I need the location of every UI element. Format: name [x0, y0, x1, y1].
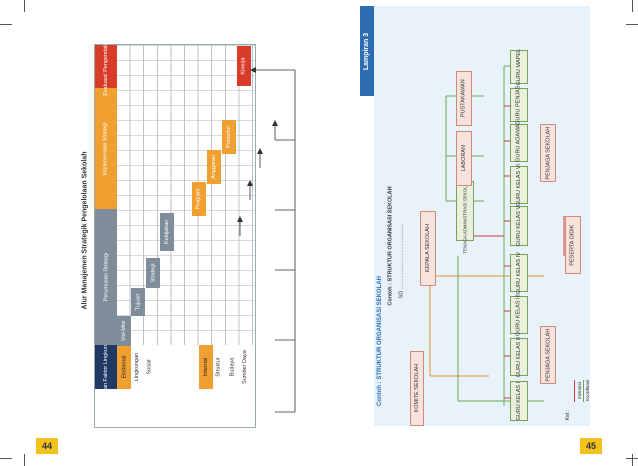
legend-koordinasi-line [583, 380, 584, 402]
crop-mark [622, 0, 633, 12]
org-connectors [429, 65, 565, 406]
step-visi-misi: Visi-Misi [117, 316, 131, 346]
legend-instruksi: Instruksi [577, 381, 583, 399]
faktor-sosial: Sosial [146, 359, 153, 375]
box-guru-kelas-5: GURU KELAS V [510, 206, 528, 246]
box-penjaga-sekolah-1: PENJAGA SEKOLAH [540, 326, 556, 384]
box-guru-kelas-2: GURU KELAS II [510, 337, 528, 377]
crop-mark [14, 454, 25, 466]
crop-mark [0, 14, 12, 25]
page-number-left: 44 [36, 438, 58, 454]
box-laboran: LABORAN [456, 131, 472, 186]
header-kajian: Kajian Faktor Lingkungan [95, 336, 117, 398]
box-pustakawan: PUSTAKAWAN [456, 71, 472, 126]
crop-mark [622, 454, 633, 466]
step-program: Program [192, 182, 206, 216]
box-tenaga-administrasi: TENAGA ADMINISTRASI SEKOLAH (TAS) [456, 168, 474, 254]
header-evaluasi: Evaluasi/ Pengendalian [95, 38, 117, 95]
legend-ket: Ket : [565, 409, 572, 421]
box-guru-kelas-1: GURU KELAS I [510, 381, 528, 421]
crop-mark [626, 448, 638, 459]
box-guru-kelas-6: GURU KELAS VI [510, 164, 528, 206]
faktor-internal: Internal [199, 345, 213, 389]
box-guru-mapel: GURU MAPEL [510, 49, 528, 85]
right-page: Lampiran 3 Contoh : STRUKTUR ORGANISASI … [360, 6, 620, 456]
box-peserta-didik: PESERTA DIDIK [565, 216, 581, 274]
step-tujuan: Tujuan [131, 288, 145, 316]
step-anggaran: Anggaran [207, 150, 221, 184]
header-implementasi: Implementasi Strategi [95, 88, 117, 209]
legend-instruksi-line [574, 380, 575, 402]
box-guru-kelas-3: GURU KELAS III [510, 294, 528, 336]
header-perumusan: Perumusan Strategi [95, 209, 117, 345]
diagram-title: Alur Manajemen Strategik Pengelolaan Sek… [81, 151, 89, 309]
box-guru-agama: GURU AGAMA [510, 124, 528, 162]
lampiran-tab: Lampiran 3 [360, 6, 374, 96]
crop-mark [14, 0, 25, 12]
left-page: 44 Alur Manajemen Strategik Pengelolaan … [30, 20, 310, 454]
crop-mark [0, 448, 12, 459]
box-penjaga-sekolah-2: PENJAGA SEKOLAH [540, 124, 556, 182]
box-kepala-sekolah: KEPALA SEKOLAH [420, 211, 436, 286]
step-kebijakan: Kebijakan [160, 213, 174, 251]
faktor-eksternal: Eksternal [117, 345, 131, 389]
box-guru-kelas-4: GURU KELAS IV [510, 252, 528, 294]
box-komite-sekolah: KOMITE SEKOLAH [410, 351, 424, 426]
legend-koordinasi: Koordinasi [585, 379, 591, 401]
step-kinerja: Kinerja [237, 46, 251, 86]
faktor-lingkungan: Lingkungan [134, 352, 141, 382]
box-guru-penjas: GURU PENJAS [510, 85, 528, 125]
legend: Ket : Instruksi Koordinasi [564, 378, 590, 426]
step-prosedur: Prosedur [222, 120, 236, 154]
feedback-arrows [237, 67, 296, 413]
step-strategi: Strategi [146, 258, 160, 288]
crop-mark [626, 14, 638, 25]
page-number-right: 45 [580, 438, 602, 454]
